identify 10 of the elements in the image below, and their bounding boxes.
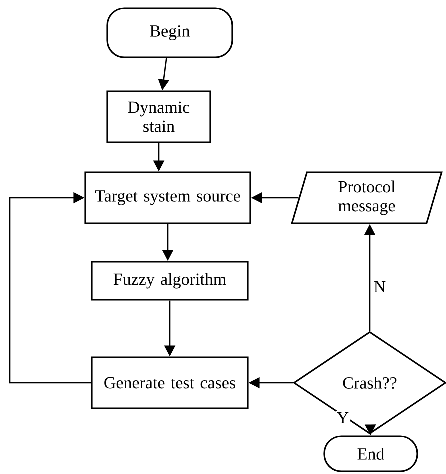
edge-label: N bbox=[372, 280, 388, 294]
edge-label: Y bbox=[336, 411, 350, 425]
process-box: Dynamic stain bbox=[106, 90, 212, 144]
input-parallelogram: Protocol message bbox=[291, 172, 443, 224]
start-terminal: Begin bbox=[106, 8, 234, 58]
end-terminal: End bbox=[324, 436, 418, 472]
process-box: Target system source bbox=[84, 172, 252, 224]
process-box: Fuzzy algorithm bbox=[91, 261, 249, 301]
process-box: Generate test cases bbox=[91, 356, 249, 410]
arrow bbox=[9, 192, 92, 384]
